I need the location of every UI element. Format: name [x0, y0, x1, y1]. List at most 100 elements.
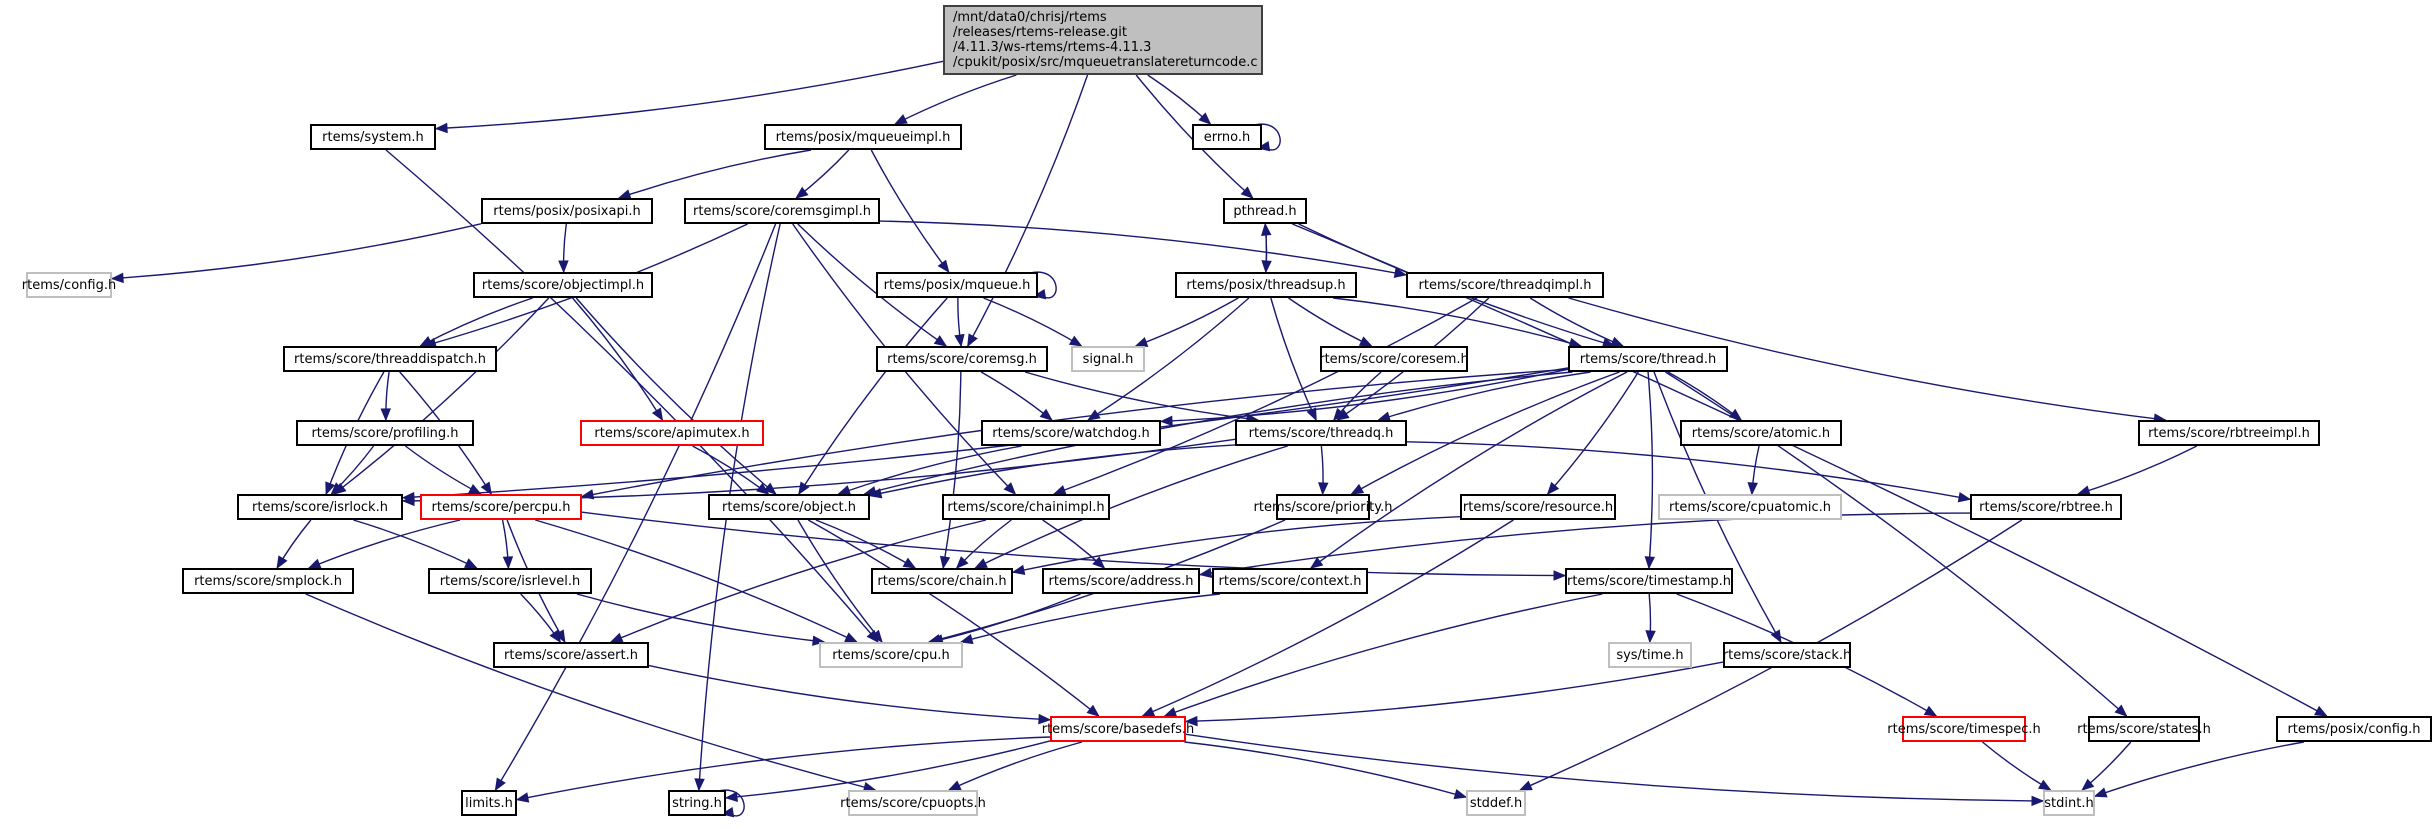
- edge-string-to-string: [717, 789, 745, 817]
- edge-posixconfig-to-stdint-arrowhead: [2093, 787, 2108, 798]
- edge-profiling-to-percpu: [404, 445, 481, 495]
- node-label: rtems/score/coremsg.h: [887, 351, 1037, 367]
- node-context[interactable]: rtems/score/context.h: [1212, 568, 1368, 594]
- node-threadsup[interactable]: rtems/posix/threadsup.h: [1175, 272, 1357, 298]
- node-label: rtems/score/chainimpl.h: [947, 499, 1105, 515]
- edge-threadq-to-chain: [974, 445, 1288, 569]
- edge-atomic-to-cpuatomic-arrowhead: [1747, 482, 1758, 496]
- edge-stack-to-basedefs-arrowhead: [1184, 715, 1198, 727]
- edge-mqueue-to-signal: [983, 297, 1082, 347]
- edge-states-to-stdint-arrowhead: [2081, 778, 2095, 791]
- edge-chainimpl-to-assert: [610, 519, 987, 643]
- node-posixconfig[interactable]: rtems/posix/config.h: [2276, 716, 2432, 742]
- edge-thread-to-context-arrowhead: [1309, 556, 1324, 569]
- node-label: rtems/score/rbtreeimpl.h: [2148, 425, 2310, 441]
- edge-coremsgimpl-to-threadqimpl-arrowhead: [1393, 267, 1408, 278]
- node-address[interactable]: rtems/score/address.h: [1042, 568, 1200, 594]
- edge-basedefs-to-stddef-arrowhead: [1453, 788, 1468, 800]
- node-assert[interactable]: rtems/score/assert.h: [493, 642, 649, 668]
- edge-timestamp-to-systime-arrowhead: [1645, 630, 1656, 644]
- node-objectimpl[interactable]: rtems/score/objectimpl.h: [473, 272, 653, 298]
- edge-resource-to-basedefs: [1142, 519, 1514, 717]
- edge-basedefs-to-stddef: [1184, 741, 1467, 798]
- node-threaddispatch[interactable]: rtems/score/threaddispatch.h: [283, 346, 497, 372]
- node-percpu[interactable]: rtems/score/percpu.h: [420, 494, 582, 520]
- edge-root-to-coremsg: [967, 74, 1089, 347]
- root-path-line-4: /cpukit/posix/src/mqueuetranslatereturnc…: [953, 55, 1258, 70]
- node-thread[interactable]: rtems/score/thread.h: [1568, 346, 1728, 372]
- node-threadq[interactable]: rtems/score/threadq.h: [1235, 420, 1407, 446]
- node-label: rtems/score/timestamp.h: [1566, 573, 1732, 589]
- node-object[interactable]: rtems/score/object.h: [708, 494, 870, 520]
- edge-stack-to-basedefs: [1185, 661, 1724, 723]
- edge-profiling-to-isrlock-arrowhead: [330, 482, 344, 495]
- node-threadqimpl[interactable]: rtems/score/threadqimpl.h: [1406, 272, 1604, 298]
- node-label: rtems/score/percpu.h: [431, 499, 571, 515]
- edge-mqueue-to-mqueue: [1029, 271, 1057, 299]
- node-chain[interactable]: rtems/score/chain.h: [871, 568, 1013, 594]
- node-system[interactable]: rtems/system.h: [310, 124, 436, 150]
- edge-percpu-to-isrlevel-arrowhead: [502, 556, 514, 570]
- node-basedefs[interactable]: rtems/score/basedefs.h: [1042, 716, 1194, 742]
- node-smplock[interactable]: rtems/score/smplock.h: [182, 568, 354, 594]
- edge-coremsgimpl-to-threadqimpl: [879, 220, 1407, 276]
- node-apimutex[interactable]: rtems/score/apimutex.h: [580, 420, 764, 446]
- edge-resource-to-chain: [1012, 515, 1461, 573]
- node-isrlevel[interactable]: rtems/score/isrlevel.h: [428, 568, 592, 594]
- node-states[interactable]: rtems/score/states.h: [2077, 716, 2211, 742]
- node-label: rtems/posix/mqueueimpl.h: [775, 129, 951, 145]
- node-errno[interactable]: errno.h: [1192, 124, 1262, 150]
- edge-threadq-to-rbtree: [1406, 441, 1971, 500]
- node-label: rtems/config.h: [21, 277, 117, 293]
- node-label: stdint.h: [2044, 795, 2094, 811]
- root-path-line-3: /4.11.3/ws-rtems/rtems-4.11.3: [953, 40, 1152, 55]
- node-mqueue[interactable]: rtems/posix/mqueue.h: [876, 272, 1038, 298]
- node-string[interactable]: string.h: [668, 790, 726, 816]
- node-mqueueimpl[interactable]: rtems/posix/mqueueimpl.h: [764, 124, 962, 150]
- node-isrlock[interactable]: rtems/score/isrlock.h: [237, 494, 403, 520]
- node-timestamp[interactable]: rtems/score/timestamp.h: [1565, 568, 1733, 594]
- edge-profiling-to-percpu-arrowhead: [468, 483, 482, 495]
- node-resource[interactable]: rtems/score/resource.h: [1460, 494, 1616, 520]
- node-rbtreeimpl[interactable]: rtems/score/rbtreeimpl.h: [2138, 420, 2320, 446]
- edge-thread-to-resource: [1547, 371, 1639, 495]
- edge-timestamp-to-basedefs: [1164, 593, 1603, 717]
- edge-percpu-to-smplock-arrowhead: [307, 558, 322, 569]
- edge-timespec-to-stdint-arrowhead: [2037, 779, 2052, 791]
- node-coresem[interactable]: rtems/score/coresem.h: [1319, 346, 1469, 372]
- edge-threadsup-to-thread: [1333, 297, 1582, 347]
- node-limits[interactable]: limits.h: [461, 790, 517, 816]
- edge-objectimpl-to-object: [575, 297, 777, 495]
- edge-root-to-system: [435, 60, 944, 130]
- node-rbtree[interactable]: rtems/score/rbtree.h: [1970, 494, 2122, 520]
- edge-coremsgimpl-to-limits: [494, 223, 777, 791]
- node-priority[interactable]: rtems/score/priority.h: [1254, 494, 1393, 520]
- edge-mqueue-to-object-arrowhead: [798, 481, 810, 496]
- edge-isrlock-to-isrlevel-arrowhead: [463, 558, 478, 569]
- edge-thread-to-object: [864, 371, 1573, 495]
- node-label: rtems/score/threaddispatch.h: [294, 351, 486, 367]
- node-label: rtems/score/timespec.h: [1887, 721, 2041, 737]
- edge-smplock-to-cpuopts: [305, 593, 876, 791]
- node-stack[interactable]: rtems/score/stack.h: [1723, 642, 1851, 668]
- node-coremsg[interactable]: rtems/score/coremsg.h: [876, 346, 1048, 372]
- node-profiling[interactable]: rtems/score/profiling.h: [296, 420, 474, 446]
- node-pthread[interactable]: pthread.h: [1223, 198, 1307, 224]
- edge-threadsup-to-coresem-arrowhead: [1358, 336, 1373, 347]
- edge-mqueueimpl-to-coremsgimpl-arrowhead: [795, 186, 809, 199]
- edge-basedefs-to-cpuopts-arrowhead: [947, 780, 962, 791]
- edge-thread-to-percpu: [581, 368, 1569, 498]
- edge-resource-to-basedefs-arrowhead: [1141, 706, 1156, 717]
- edge-root-to-pthread: [1135, 74, 1254, 199]
- root-path-line-2: /releases/rtems-release.git: [953, 25, 1128, 40]
- edge-objectimpl-to-threaddispatch: [420, 297, 533, 347]
- edge-pthread-to-posixconfig-arrowhead: [2314, 705, 2328, 717]
- node-watchdog[interactable]: rtems/score/watchdog.h: [981, 420, 1161, 446]
- node-coremsgimpl[interactable]: rtems/score/coremsgimpl.h: [684, 198, 880, 224]
- node-label: rtems/score/context.h: [1218, 573, 1362, 589]
- node-label: rtems/score/object.h: [722, 499, 856, 515]
- node-atomic[interactable]: rtems/score/atomic.h: [1680, 420, 1842, 446]
- node-chainimpl[interactable]: rtems/score/chainimpl.h: [942, 494, 1110, 520]
- node-timespec[interactable]: rtems/score/timespec.h: [1887, 716, 2041, 742]
- node-posixapi[interactable]: rtems/posix/posixapi.h: [481, 198, 653, 224]
